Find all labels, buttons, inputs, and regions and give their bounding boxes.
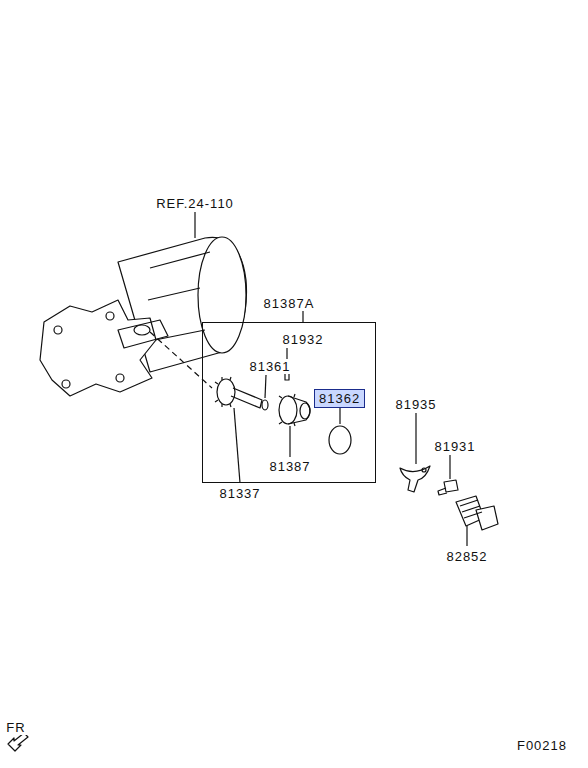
callout-number: 81361 [248,359,291,374]
callout-number: 81337 [218,486,261,501]
note-label: F00218 [516,738,568,753]
callout-number: 81387 [268,459,311,474]
callout-number: 81387A [264,296,315,311]
reference-label: REF.24-110 [155,196,235,211]
callout-number: 82852 [445,549,488,564]
callout-number: 81362 [315,390,364,407]
callout-number: 81931 [433,439,476,454]
callout-number: 81932 [281,332,324,347]
note-label: FR [5,720,26,735]
callout-number: 81935 [394,397,437,412]
highlighted-callout: 81362 [314,389,365,408]
